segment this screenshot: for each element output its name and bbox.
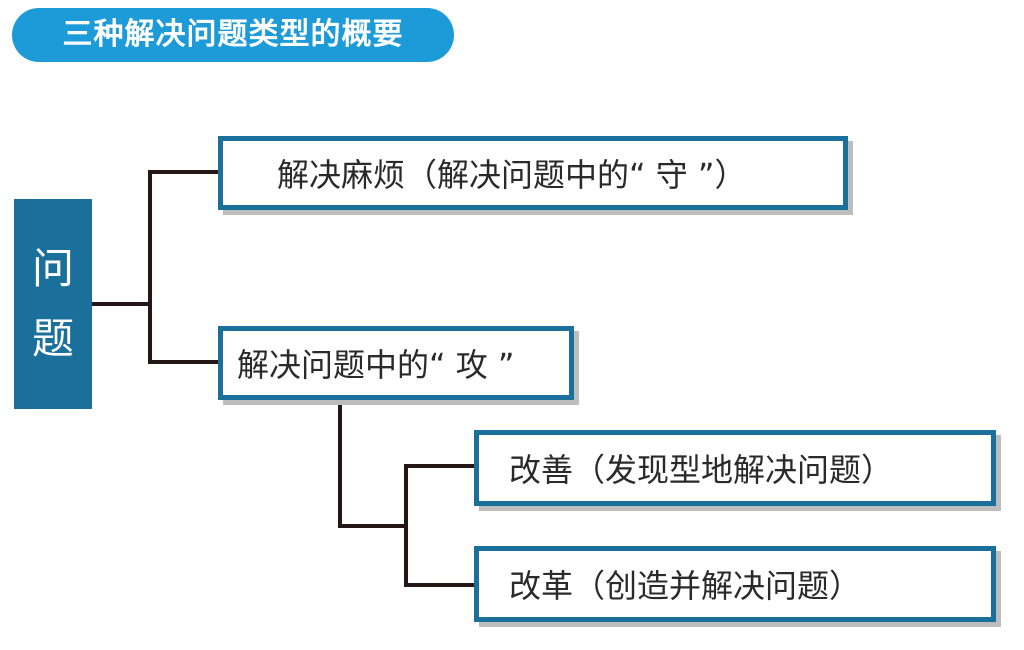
diagram-title: 三种解决问题类型的概要 bbox=[12, 8, 454, 62]
root-char-1: 问 bbox=[31, 244, 74, 293]
node-reform-label: 改革（创造并解决问题） bbox=[509, 567, 862, 605]
node-improvement-label: 改善（发现型地解决问题） bbox=[509, 451, 894, 489]
node-reform: 改革（创造并解决问题） bbox=[474, 546, 996, 622]
root-connector bbox=[90, 170, 220, 364]
node-offense: 解决问题中的“ 攻 ” bbox=[218, 326, 574, 400]
node-offense-label: 解决问题中的“ 攻 ” bbox=[237, 346, 515, 384]
node-defense: 解决麻烦（解决问题中的“ 守 ”） bbox=[218, 136, 848, 210]
node-improvement: 改善（发现型地解决问题） bbox=[474, 430, 996, 506]
root-node-problem: 问 题 bbox=[14, 199, 92, 409]
root-char-2: 题 bbox=[31, 314, 74, 363]
node-defense-label: 解决麻烦（解决问题中的“ 守 ”） bbox=[277, 156, 747, 194]
offense-connector bbox=[338, 398, 476, 587]
